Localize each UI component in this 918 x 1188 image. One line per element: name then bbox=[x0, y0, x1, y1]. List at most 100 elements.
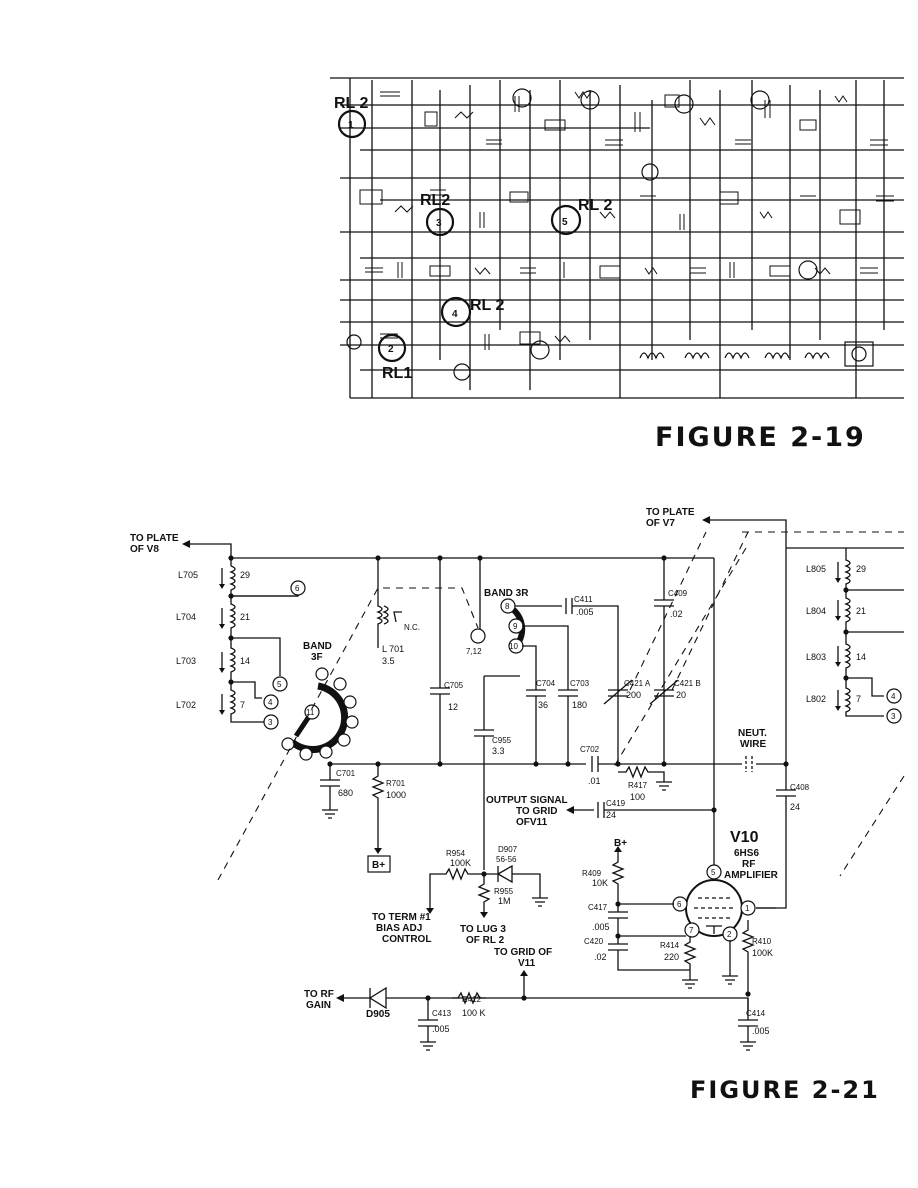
coil-l702-ref: L702 bbox=[176, 700, 196, 710]
relay-label-3: RL 2 bbox=[578, 197, 612, 214]
coil-l803-turns: 14 bbox=[856, 652, 866, 662]
l701-val: 3.5 bbox=[382, 656, 395, 666]
d907-ref: D907 bbox=[498, 845, 518, 854]
coil-l805-turns: 29 bbox=[856, 564, 866, 574]
r409-val: 10K bbox=[592, 878, 608, 888]
c421a-val: 200 bbox=[626, 690, 641, 700]
band-3r-label: BAND 3R bbox=[484, 588, 529, 599]
bplus-label: B+ bbox=[614, 838, 627, 849]
right-pin-4: 4 bbox=[891, 692, 896, 701]
tube-pin-1: 1 bbox=[745, 904, 750, 913]
c701-ref: C701 bbox=[336, 769, 356, 778]
relay-label-2: RL2 bbox=[420, 192, 450, 209]
output-signal-label-2: TO GRID bbox=[516, 806, 557, 817]
c413-ref: C413 bbox=[432, 1009, 452, 1018]
relay-label-5: RL1 bbox=[382, 365, 412, 382]
c955-val: 3.3 bbox=[492, 746, 505, 756]
figure-2-19-schematic: RL 2 RL2 RL 2 RL 2 RL1 1 3 5 4 2 bbox=[330, 77, 904, 399]
c704-ref: C704 bbox=[536, 679, 556, 688]
l701-ref: L 701 bbox=[382, 644, 404, 654]
c702-val: .01 bbox=[588, 776, 601, 786]
c408-ref: C408 bbox=[790, 783, 810, 792]
coil-l802-turns: 7 bbox=[856, 694, 861, 704]
r954-ref: R954 bbox=[446, 849, 466, 858]
tube-pin-7: 7 bbox=[689, 926, 694, 935]
c703-ref: C703 bbox=[570, 679, 590, 688]
r412-ref: R412 bbox=[462, 995, 482, 1004]
tube-pin-5: 5 bbox=[711, 868, 716, 877]
neut-label: NEUT. bbox=[738, 728, 767, 739]
band-3f-label: BAND bbox=[303, 641, 332, 652]
d905-ref: D905 bbox=[366, 1009, 390, 1020]
figure-2-19-caption: FIGURE 2-19 bbox=[655, 422, 866, 453]
coil-l805-ref: L805 bbox=[806, 564, 826, 574]
relay-label-1: RL 2 bbox=[334, 95, 368, 112]
plate-v8-label-2: OF V8 bbox=[130, 544, 159, 555]
l701-nc: N.C. bbox=[404, 623, 420, 632]
c409-val: .02 bbox=[670, 609, 683, 619]
switch-pin-3: 3 bbox=[268, 718, 273, 727]
coil-l702-turns: 7 bbox=[240, 700, 245, 710]
plate-v7-label: TO PLATE bbox=[646, 507, 695, 518]
c414-ref: C414 bbox=[746, 1009, 766, 1018]
c408-val: 24 bbox=[790, 802, 800, 812]
relay-number-4: 4 bbox=[452, 309, 458, 320]
switch-pin-10: 10 bbox=[509, 642, 518, 651]
switch-pin-6: 6 bbox=[295, 584, 300, 593]
coil-l703-turns: 14 bbox=[240, 656, 250, 666]
c413-val: .005 bbox=[432, 1024, 450, 1034]
figure-2-21-caption: FIGURE 2-21 bbox=[690, 1076, 880, 1104]
tube-pin-6: 6 bbox=[677, 900, 682, 909]
coil-l704-turns: 21 bbox=[240, 612, 250, 622]
tube-pin-2: 2 bbox=[727, 930, 732, 939]
to-rf-label-2: GAIN bbox=[306, 1000, 331, 1011]
r409-ref: R409 bbox=[582, 869, 602, 878]
coil-l804-ref: L804 bbox=[806, 606, 826, 616]
r701-ref: R701 bbox=[386, 779, 406, 788]
tube-func: RF bbox=[742, 859, 755, 870]
to-rf-label: TO RF bbox=[304, 989, 334, 1000]
c421b-val: 20 bbox=[676, 690, 686, 700]
c421b-ref: C421 B bbox=[674, 679, 701, 688]
relay-number-5: 5 bbox=[562, 217, 568, 228]
coil-l803-ref: L803 bbox=[806, 652, 826, 662]
coil-l705-ref: L705 bbox=[178, 570, 198, 580]
c705-ref: C705 bbox=[444, 681, 464, 690]
c419-val: 24 bbox=[606, 810, 616, 820]
r410-ref: R410 bbox=[752, 937, 772, 946]
relay-number-3: 3 bbox=[436, 218, 442, 229]
coil-l703-ref: L703 bbox=[176, 656, 196, 666]
c409-ref: C409 bbox=[668, 589, 688, 598]
tube-type: 6HS6 bbox=[734, 848, 759, 859]
r410-val: 100K bbox=[752, 948, 773, 958]
c420-val: .02 bbox=[594, 952, 607, 962]
c955-ref: C955 bbox=[492, 736, 512, 745]
output-signal-label-3: OFV11 bbox=[516, 817, 548, 828]
c703-val: 180 bbox=[572, 700, 587, 710]
switch-pin-712: 7,12 bbox=[466, 647, 482, 656]
c702-ref: C702 bbox=[580, 745, 600, 754]
coil-l802-ref: L802 bbox=[806, 694, 826, 704]
bplus-box-label: B+ bbox=[372, 860, 385, 871]
c411-val: .005 bbox=[576, 607, 594, 617]
to-lug-label: TO LUG 3 bbox=[460, 924, 506, 935]
to-term-label: TO TERM #1 bbox=[372, 912, 431, 923]
switch-pin-4: 4 bbox=[268, 698, 273, 707]
switch-pin-5: 5 bbox=[277, 680, 282, 689]
c704-val: 36 bbox=[538, 700, 548, 710]
c421a-ref: C421 A bbox=[624, 679, 651, 688]
c705-val: 12 bbox=[448, 702, 458, 712]
neut-label-2: WIRE bbox=[740, 739, 766, 750]
r955-ref: R955 bbox=[494, 887, 514, 896]
right-pin-3: 3 bbox=[891, 712, 896, 721]
r417-ref: R417 bbox=[628, 781, 648, 790]
relay-number-1: 1 bbox=[348, 120, 354, 131]
switch-pin-8: 8 bbox=[505, 602, 510, 611]
relay-number-2: 2 bbox=[388, 344, 394, 355]
c420-ref: C420 bbox=[584, 937, 604, 946]
to-lug-label-2: OF RL 2 bbox=[466, 935, 505, 946]
plate-v7-label-2: OF V7 bbox=[646, 518, 675, 529]
to-term-label-3: CONTROL bbox=[382, 934, 431, 945]
coil-l705-turns: 29 bbox=[240, 570, 250, 580]
